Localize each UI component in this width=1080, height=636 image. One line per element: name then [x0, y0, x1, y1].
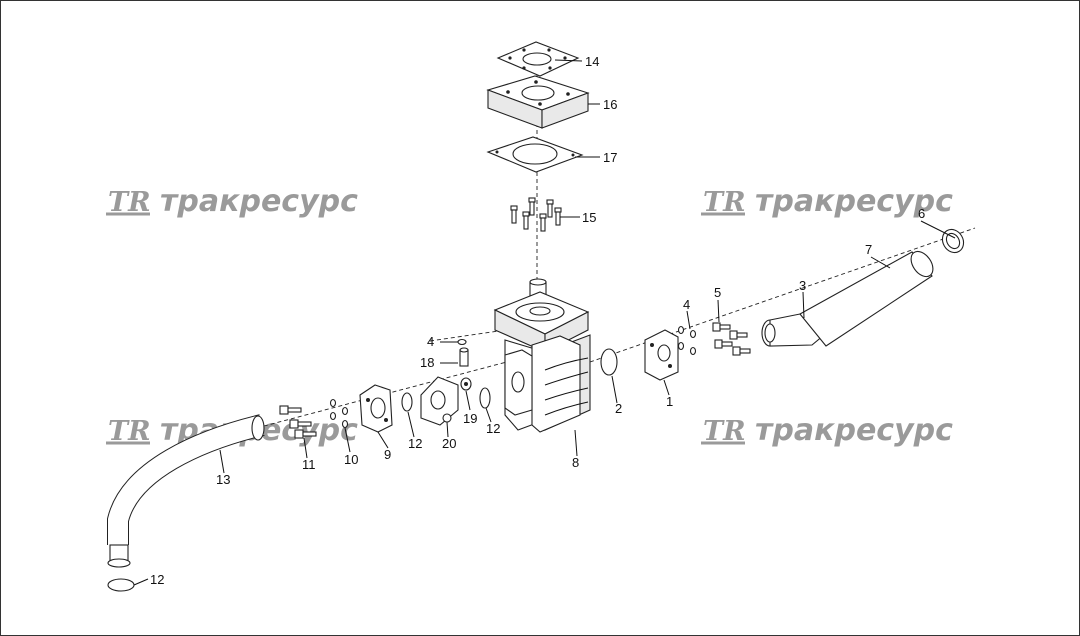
hose-13 — [107, 414, 265, 568]
callout-17: 17 — [603, 150, 617, 165]
bolts-11 — [279, 405, 317, 439]
callout-4-right: 4 — [683, 297, 690, 312]
gasket-14 — [496, 41, 580, 77]
o-ring-12-left — [401, 392, 413, 412]
o-ring-12-right — [479, 387, 491, 409]
callout-8: 8 — [572, 455, 579, 470]
flange-20 — [420, 376, 459, 426]
pipe-7 — [799, 250, 934, 347]
center-lines — [229, 60, 976, 436]
callout-labels: 14 16 17 15 6 7 3 5 4 1 2 8 4 18 19 12 2… — [150, 54, 925, 587]
washer-4-left — [457, 338, 467, 346]
gasket-17 — [486, 136, 584, 173]
bolts-15 — [510, 197, 562, 232]
bolts-5 — [712, 322, 751, 356]
leader-lines — [133, 59, 956, 586]
watermark-text: тракресурс — [160, 184, 358, 219]
callout-9: 9 — [384, 447, 391, 462]
watermark-top-right: TR тракресурс — [701, 184, 953, 219]
callout-12-left: 12 — [408, 436, 422, 451]
callout-13: 13 — [216, 472, 230, 487]
split-flange-1 — [644, 329, 679, 381]
callout-2: 2 — [615, 401, 622, 416]
callout-10: 10 — [344, 452, 358, 467]
washers-4-right — [677, 325, 697, 356]
o-ring-2 — [600, 348, 618, 376]
washers-10 — [329, 398, 349, 429]
callout-18: 18 — [420, 355, 434, 370]
watermark-bottom-right: TR тракресурс — [701, 413, 953, 448]
watermark-text: тракресурс — [755, 413, 953, 448]
watermark-top-left: TR тракресурс — [106, 184, 358, 219]
sleeve-18 — [459, 347, 469, 367]
callout-3: 3 — [799, 278, 806, 293]
callout-15: 15 — [582, 210, 596, 225]
watermark-text: тракресурс — [755, 184, 953, 219]
callout-19: 19 — [463, 411, 477, 426]
plug-19 — [460, 377, 472, 391]
callout-6: 6 — [918, 206, 925, 221]
callout-20: 20 — [442, 436, 456, 451]
callout-16: 16 — [603, 97, 617, 112]
hose-fitting-3 — [761, 313, 831, 347]
o-ring-12-bottom — [107, 578, 135, 592]
callout-5: 5 — [714, 285, 721, 300]
adapter-plate-16 — [486, 75, 590, 129]
callout-14: 14 — [585, 54, 599, 69]
callout-12-right: 12 — [486, 421, 500, 436]
split-flange-9 — [359, 384, 393, 433]
callout-7: 7 — [865, 242, 872, 257]
pump-body-8 — [493, 278, 591, 433]
callout-4-left: 4 — [427, 334, 434, 349]
callout-11: 11 — [302, 457, 316, 472]
clamp-6 — [941, 228, 965, 254]
callout-1: 1 — [666, 394, 673, 409]
callout-12-bottom: 12 — [150, 572, 164, 587]
